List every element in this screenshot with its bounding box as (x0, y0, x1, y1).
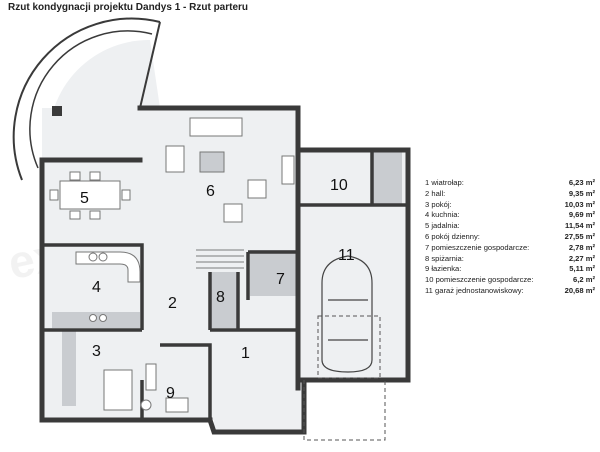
legend-name: pokój: (431, 199, 452, 209)
room-2-label: 2 (168, 295, 177, 312)
legend-name: pomieszczenie gospodarcze: (431, 242, 530, 252)
legend-row: 7 pomieszczenie gospodarcze: 2,78 m² (425, 243, 595, 254)
legend-area: 11,54 m² (565, 221, 595, 231)
legend-row: 3 pokój: 10,03 m² (425, 200, 595, 211)
legend-area: 6,23 m² (568, 178, 595, 187)
legend-area: 2,27 m² (568, 253, 595, 263)
legend-number: 8 (425, 253, 430, 263)
legend-number: 9 (425, 264, 430, 274)
legend-name: wiatrołap: (431, 178, 464, 187)
legend-name: jadalnia: (431, 221, 460, 231)
legend-row: 5 jadalnia: 11,54 m² (425, 221, 595, 232)
legend-number: 1 (425, 178, 430, 187)
plan-title: Rzut kondygnacji projektu Dandys 1 - Rzu… (8, 2, 249, 13)
room-7-label: 7 (276, 271, 285, 288)
legend-number: 7 (425, 242, 430, 252)
legend-row: 6 pokój dzienny: 27,55 m² (425, 232, 595, 243)
room-3-label: 3 (92, 343, 101, 360)
legend-name: garaż jednostanowiskowy: (435, 285, 524, 295)
legend-area: 10,03 m² (564, 199, 595, 209)
legend-area: 27,55 m² (564, 231, 595, 241)
room-9-label: 9 (166, 385, 175, 402)
legend-row: 2 hall: 9,35 m² (425, 189, 595, 200)
legend-number: 10 (425, 275, 434, 285)
legend-area: 2,78 m² (568, 242, 595, 252)
room-8-label: 8 (216, 289, 225, 306)
legend-number: 6 (425, 231, 430, 241)
legend-row: 10 pomieszczenie gospodarcze: 6,2 m² (425, 275, 595, 286)
legend-number: 3 (425, 199, 430, 209)
room-5-label: 5 (80, 190, 89, 207)
legend-number: 5 (425, 221, 430, 231)
legend-name: hall: (431, 188, 446, 198)
legend-area: 9,69 m² (568, 210, 595, 220)
room-10-label: 10 (330, 177, 348, 194)
legend-name: spiżarnia: (431, 253, 464, 263)
legend-name: pokój dzienny: (431, 231, 480, 241)
legend-name: łazienka: (431, 264, 462, 274)
legend-row: 4 kuchnia: 9,69 m² (425, 210, 595, 221)
room-4-label: 4 (92, 279, 101, 296)
legend-number: 4 (425, 210, 430, 220)
legend-row: 11 garaż jednostanowiskowy: 20,68 m² (425, 286, 595, 297)
legend-name: kuchnia: (431, 210, 460, 220)
legend-name: pomieszczenie gospodarcze: (435, 275, 534, 285)
legend-row: 1 wiatrołap: 6,23 m² (425, 178, 595, 189)
legend-area: 6,2 m² (573, 275, 595, 285)
legend-row: 8 spiżarnia: 2,27 m² (425, 254, 595, 265)
room-area-legend: 1 wiatrołap: 6,23 m² 2 hall: 9,35 m² 3 pok… (425, 178, 595, 297)
room-1-label: 1 (241, 345, 250, 362)
room-11-label: 11 (338, 247, 355, 264)
legend-area: 9,35 m² (568, 188, 595, 198)
legend-row: 9 łazienka: 5,11 m² (425, 264, 595, 275)
legend-area: 5,11 m² (569, 264, 595, 274)
legend-area: 20,68 m² (564, 285, 595, 295)
legend-number: 11 (425, 285, 433, 295)
room-6-label: 6 (206, 183, 215, 200)
legend-number: 2 (425, 188, 430, 198)
